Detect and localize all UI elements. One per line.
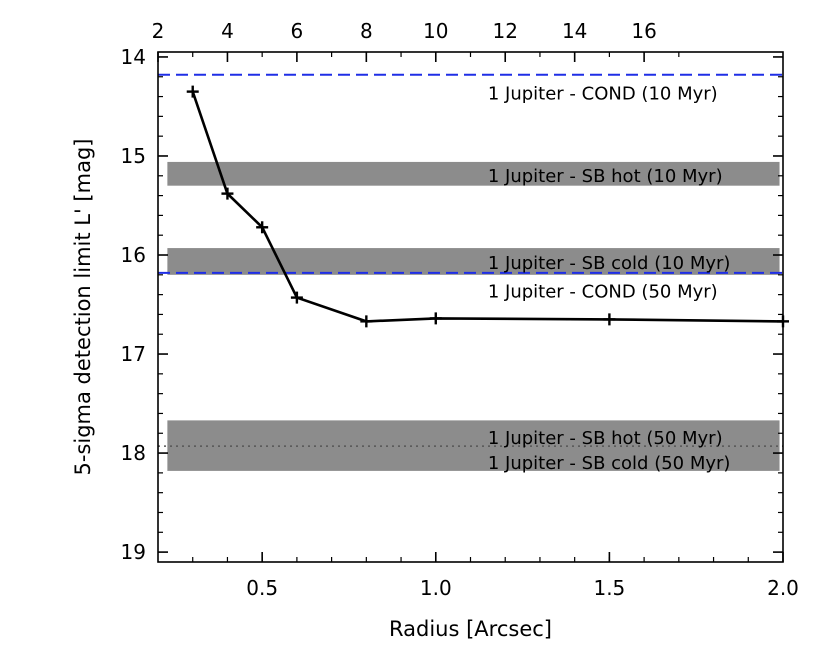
x-axis-title: Radius [Arcsec] (389, 617, 552, 641)
annotation-label-2: 1 Jupiter - SB cold (10 Myr) (488, 253, 731, 274)
annotation-label-4: 1 Jupiter - SB hot (50 Myr) (488, 428, 723, 449)
data-point-5 (429, 312, 442, 325)
data-point-4 (360, 315, 373, 328)
data-point-0 (186, 85, 199, 98)
top-tick-label-3: 8 (360, 19, 373, 43)
x-tick-label-3: 2.0 (767, 576, 799, 600)
plot-frame (157, 51, 784, 563)
y-tick-label-2: 16 (121, 243, 146, 267)
annotation-label-3: 1 Jupiter - COND (50 Myr) (488, 282, 718, 303)
x-tick-label-2: 1.5 (593, 576, 625, 600)
x-tick-label-0: 0.5 (246, 576, 278, 600)
top-tick-label-6: 14 (562, 19, 587, 43)
y-tick-label-0: 14 (121, 45, 146, 69)
x-tick-label-1: 1.0 (420, 576, 452, 600)
y-tick-label-1: 15 (121, 144, 146, 168)
left-axis-ticks: 14 15 16 17 18 19 (121, 45, 783, 564)
annotation-label-0: 1 Jupiter - COND (10 Myr) (488, 84, 718, 105)
annotation-label-1: 1 Jupiter - SB hot (10 Myr) (488, 166, 723, 187)
y-tick-label-4: 18 (121, 441, 146, 465)
data-point-1 (221, 187, 234, 200)
y-tick-label-3: 17 (121, 342, 146, 366)
model-band-2 (167, 420, 780, 471)
y-axis-title: 5-sigma detection limit L' [mag] (71, 139, 95, 476)
top-tick-label-4: 10 (423, 19, 448, 43)
bands-layer (167, 161, 780, 471)
top-tick-label-5: 12 (492, 19, 517, 43)
top-axis-ticks: 2 4 6 8 10 12 14 16 (152, 19, 680, 62)
model-band-1 (167, 248, 780, 275)
series-layer (186, 85, 789, 328)
top-tick-label-1: 4 (221, 19, 234, 43)
model-band-0 (167, 161, 780, 186)
data-point-2 (256, 221, 269, 234)
top-tick-label-2: 6 (291, 19, 304, 43)
annotations-layer: 1 Jupiter - COND (10 Myr) 1 Jupiter - SB … (488, 84, 731, 474)
data-point-6 (603, 313, 616, 326)
reference-lines-layer (158, 73, 783, 447)
y-tick-label-5: 19 (121, 540, 146, 564)
top-tick-label-0: 2 (152, 19, 165, 43)
bottom-axis-ticks: 0.5 1.0 1.5 2.0 (192, 552, 799, 600)
data-point-3 (290, 291, 303, 304)
annotation-label-5: 1 Jupiter - SB cold (50 Myr) (488, 453, 731, 474)
top-tick-label-7: 16 (631, 19, 656, 43)
series-line-0 (191, 91, 784, 323)
